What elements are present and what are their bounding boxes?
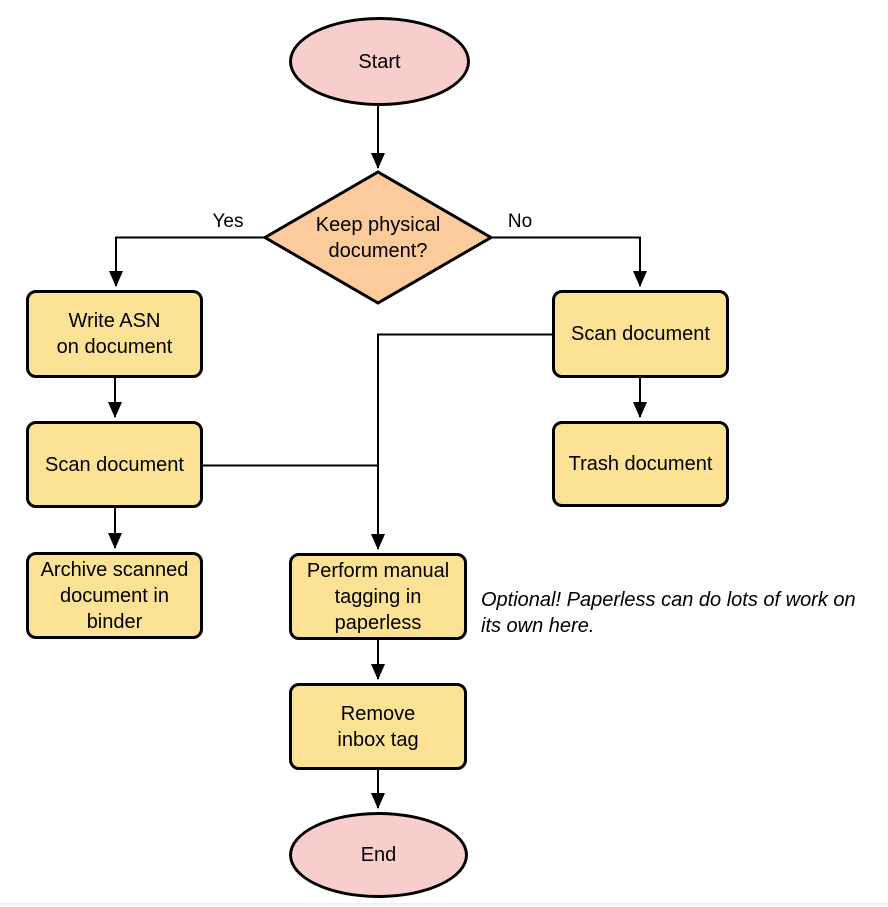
node-scan-document-right-label: Scan document <box>571 323 710 345</box>
node-archive-document: Archive scanned document in binder <box>26 552 203 639</box>
node-decision: Keep physical document? <box>293 208 463 268</box>
node-manual-tagging: Perform manual tagging in paperless <box>289 553 467 640</box>
node-trash-document-label: Trash document <box>568 453 713 475</box>
node-end: End <box>289 812 468 898</box>
edge-decision-no <box>491 236 647 287</box>
node-trash-document: Trash document <box>552 421 729 507</box>
edge-decision-yes <box>109 236 265 287</box>
node-remove-inbox-tag-label: Remove inbox tag <box>337 702 419 751</box>
edge-label-yes: Yes <box>212 211 244 232</box>
decision-diamond-shape <box>262 170 494 305</box>
annotation-optional-note: Optional! Paperless can do lots of work … <box>481 589 856 637</box>
node-write-asn-label: Write ASN on document <box>56 310 173 358</box>
node-decision-label: Keep physical document? <box>315 214 441 262</box>
node-end-label: End <box>360 844 397 866</box>
node-archive-document-label: Archive scanned document in binder <box>40 558 189 633</box>
node-manual-tagging-label: Perform manual tagging in paperless <box>306 559 450 634</box>
node-start: Start <box>289 17 470 106</box>
node-scan-document-left: Scan document <box>26 421 203 508</box>
edge-scanright-to-tagging <box>371 333 552 550</box>
node-write-asn: Write ASN on document <box>26 290 203 378</box>
node-start-label: Start <box>358 50 401 73</box>
node-remove-inbox-tag: Remove inbox tag <box>289 683 467 770</box>
edge-label-no: No <box>507 211 533 232</box>
node-scan-document-left-label: Scan document <box>45 453 184 476</box>
bottom-divider <box>0 903 888 905</box>
node-scan-document-right: Scan document <box>552 290 729 378</box>
